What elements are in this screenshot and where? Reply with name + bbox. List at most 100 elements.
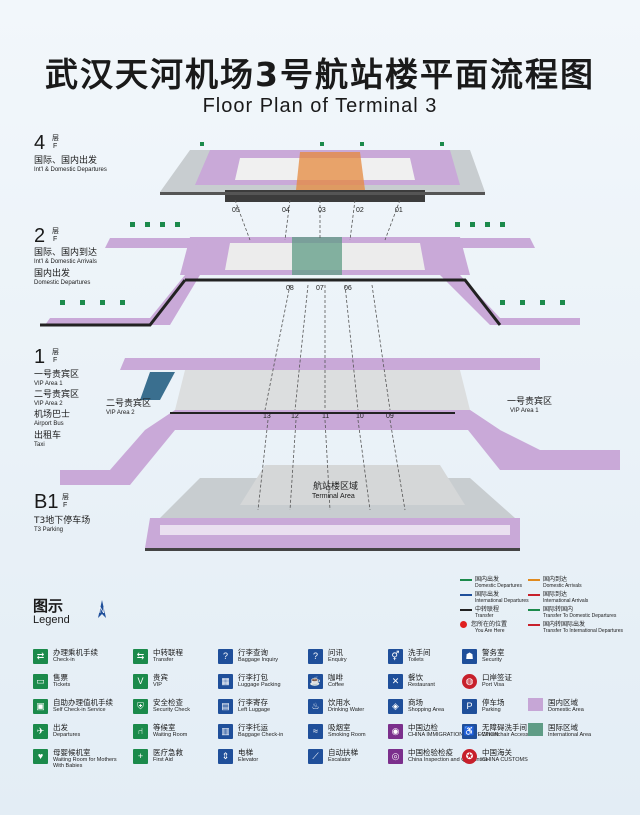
gate-label: 07 [316, 285, 324, 292]
legend-label-en: Coffee [328, 682, 345, 688]
luggage-packing-icon: ▦ [218, 674, 233, 689]
departures-icon: ✈ [33, 724, 48, 739]
legend-title-en: Legend [33, 614, 70, 626]
legend-label-en: Wheelchair Accessible [482, 732, 538, 738]
floor-b1-plan [145, 465, 520, 551]
legend-title: 图示 [33, 597, 64, 615]
legend-label-en: Waiting Room [153, 732, 188, 738]
legend-label-en: Left Luggage [238, 707, 271, 713]
flow-arrow-icon [528, 623, 540, 626]
legend-label-en: CHINA CUSTOMS [482, 757, 528, 763]
vip2-en: VIP Area 2 [34, 401, 63, 407]
flow-label-cn: 国际到达 [543, 591, 568, 598]
flow-arrow-icon [460, 593, 472, 596]
flow-arrow-icon [460, 608, 472, 611]
legend-label-en: Restaurant [408, 682, 435, 688]
legend-label-en: Drinking Water [328, 707, 365, 713]
legend-label-en: Elevator [238, 757, 259, 763]
legend-label-en: Luggage Packing [238, 682, 281, 688]
floor-desc-en: Int'l & Domestic Departures [34, 167, 107, 173]
floor-2-plan [40, 237, 580, 327]
gate-label: 10 [356, 413, 364, 420]
legend-label-cn: 问讯 [328, 648, 343, 657]
port-visa-icon: ◍ [462, 674, 477, 689]
gate-label: 12 [291, 413, 299, 420]
waiting-room-icon: ⑁ [133, 724, 148, 739]
quarantine-icon: ◎ [388, 749, 403, 764]
customs-icon: ✪ [462, 749, 477, 764]
airport-bus-en: Airport Bus [34, 421, 64, 427]
gate-label: 01 [395, 207, 403, 214]
legend-label-en: Self Check-in Service [53, 707, 106, 713]
flow-label-en: Transfer To Domestic Departures [543, 613, 617, 619]
legend-label-cn: 吸烟室 [328, 723, 351, 732]
gate-label: 13 [263, 413, 271, 420]
floor-unit-cn: 层 [52, 349, 59, 356]
gate-label: 08 [286, 285, 294, 292]
legend-label-cn: 自动扶梯 [328, 748, 358, 757]
legend-label-cn: 贵宾 [153, 673, 168, 682]
floor-number: B1 [34, 491, 59, 513]
gate-label: 11 [322, 413, 329, 420]
shopping-icon: ◈ [388, 699, 403, 714]
elevator-icon: ⇕ [218, 749, 233, 764]
police-icon: ☗ [462, 649, 477, 664]
flow-label-en: You Are Here [475, 628, 505, 635]
vip1-cn: 一号贵宾区 [34, 370, 80, 380]
legend-label-en: Toilets [408, 657, 424, 663]
legend-label-en: Domestic Area [548, 707, 584, 713]
terminal-floor-plan-map: 05 04 03 02 01 08 07 06 13 12 11 10 09 [40, 142, 620, 551]
vip2-map-label-cn: 二号贵宾区 [106, 399, 152, 409]
vip2-cn: 二号贵宾区 [34, 390, 80, 400]
legend-label-cn: 商场 [408, 698, 423, 707]
legend-label-en: Check-in [53, 657, 75, 663]
flow-label-en: Domestic Arrivals [543, 583, 582, 589]
parking-icon: P [462, 699, 477, 714]
legend-label-en: Security Check [153, 707, 190, 713]
ticket-icon: ▭ [33, 674, 48, 689]
legend-label-en: Baggage Inquiry [238, 657, 279, 663]
flow-label-en: Domestic Departures [475, 583, 522, 589]
floor-desc-cn: 国际、国内出发 [34, 156, 98, 166]
toilets-icon: ⚥ [388, 649, 403, 664]
legend-label-en: First Aid [153, 757, 173, 763]
gates-2f: 08 07 06 [286, 285, 352, 292]
gate-label: 05 [232, 207, 240, 214]
legend-label-cn: 饮用水 [328, 698, 351, 707]
immigration-icon: ◉ [388, 724, 403, 739]
vertical-connectors [234, 199, 406, 511]
legend-label-cn: 行李查询 [238, 648, 268, 657]
legend-label-cn: 行李寄存 [238, 698, 268, 707]
vip-icon: V [133, 674, 148, 689]
floor-desc-en: Int'l & Domestic Arrivals [34, 259, 97, 265]
legend-label-en: Baggage Check-in [238, 732, 284, 738]
legend-label-cn: 中国边检 [408, 723, 438, 732]
legend-label-cn: 无障碍洗手间 [482, 723, 527, 732]
flow-label-en: International Arrivals [543, 598, 589, 604]
legend-label-cn: 洗手间 [408, 648, 431, 657]
legend-label-cn: 自助办理值机手续 [53, 698, 113, 707]
check-in-icon: ⇄ [33, 649, 48, 664]
legend-label-cn: 出发 [53, 723, 68, 732]
north-compass-icon: N [98, 600, 106, 618]
baggage-inquiry-icon: ? [218, 649, 233, 664]
flow-label-cn: 您所在的位置 [471, 621, 508, 628]
legend-label-en: Waiting Room for Mothers With Babies [53, 757, 117, 769]
floor-desc-en: T3 Parking [34, 527, 64, 533]
legend-label-cn: 中国检验检疫 [408, 748, 453, 757]
floor-desc2-cn: 国内出发 [34, 269, 71, 279]
page-title: 武汉天河机场3号航站楼平面流程图 [45, 55, 595, 94]
legend-label-en: Parking [482, 707, 501, 713]
floor-desc-cn: T3地下停车场 [34, 516, 91, 526]
gates-4f: 05 04 03 02 01 [232, 207, 403, 214]
legend-label-cn: 餐饮 [408, 673, 423, 682]
legend-label-en: Security [482, 657, 502, 663]
terminal-area-label-cn: 航站楼区域 [313, 482, 359, 492]
restaurant-icon: ✕ [388, 674, 403, 689]
legend-label-cn: 等候室 [153, 723, 176, 732]
